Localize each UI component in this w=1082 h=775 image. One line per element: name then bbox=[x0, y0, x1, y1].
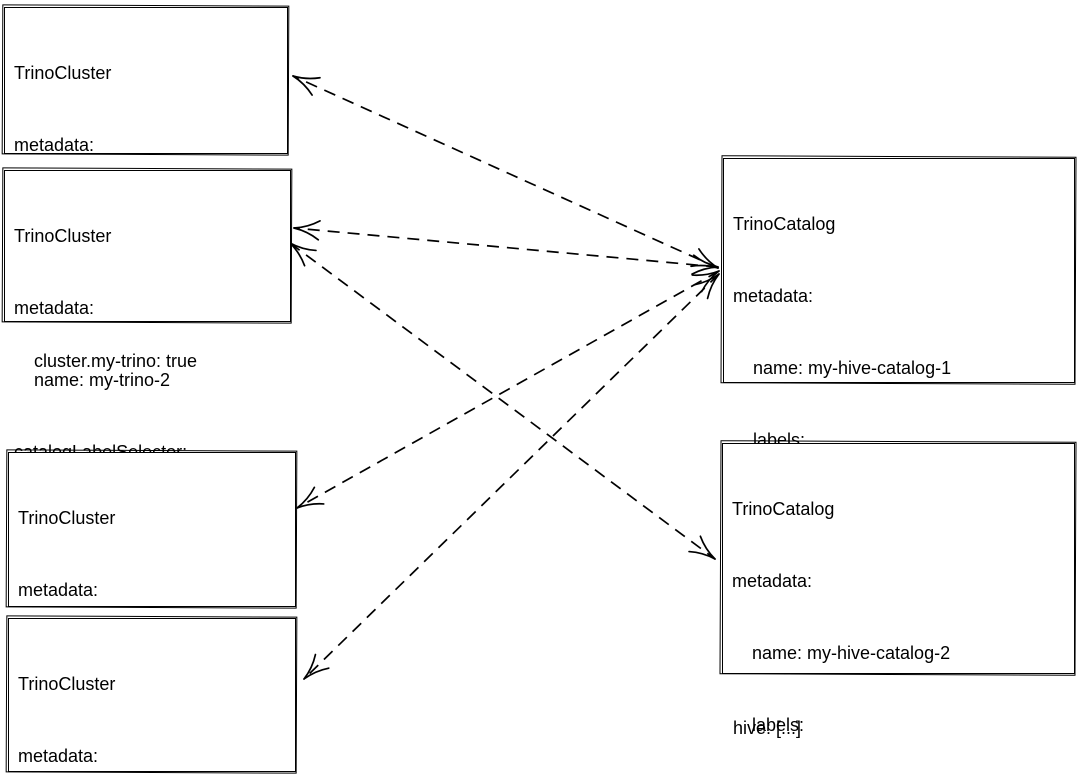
box-line: metadata: bbox=[733, 286, 814, 306]
trinocluster-my-trino-box: TrinoCluster metadata: name: my-trino ca… bbox=[4, 7, 288, 371]
box-title: TrinoCatalog bbox=[733, 214, 836, 234]
arrow-line bbox=[292, 75, 719, 269]
relationship-arrow-trino-cluster-my-trino-2--trino-catalog-my-hive-catalog-2 bbox=[289, 242, 716, 560]
box-line: name: my-hive-catalog-1 bbox=[733, 358, 952, 378]
arrowhead-icon bbox=[292, 75, 321, 80]
arrowhead-icon bbox=[293, 219, 321, 229]
box-title: TrinoCluster bbox=[14, 63, 112, 83]
trinocluster-my-trino-2-box: TrinoCluster metadata: name: my-trino-2 … bbox=[4, 170, 291, 534]
arrow-line bbox=[303, 273, 720, 680]
box-title: TrinoCluster bbox=[18, 508, 116, 528]
box-line: metadata: bbox=[18, 580, 99, 600]
arrow-line bbox=[293, 227, 719, 268]
trinocatalog-my-hive-catalog-1-box: TrinoCatalog metadata: name: my-hive-cat… bbox=[723, 158, 1075, 738]
arrowhead-icon bbox=[688, 550, 716, 560]
box-line: labels: bbox=[732, 715, 805, 735]
relationship-arrow-trino-catalog-my-hive-catalog-1--trino-cluster-my-trino bbox=[292, 75, 719, 269]
box-title: TrinoCluster bbox=[18, 674, 116, 694]
box-line: metadata: bbox=[14, 135, 95, 155]
arrowhead-icon bbox=[296, 486, 316, 509]
arrowhead-icon bbox=[303, 653, 317, 680]
arrowhead-icon bbox=[706, 273, 720, 300]
box-line: metadata: bbox=[732, 571, 813, 591]
relationship-arrow-trino-catalog-my-hive-catalog-1--trino-cluster-my-trino-green bbox=[303, 273, 720, 680]
relationship-arrow-trino-catalog-my-hive-catalog-1--trino-cluster-my-trino-blue bbox=[296, 270, 720, 509]
arrow-line bbox=[296, 270, 720, 509]
box-line: metadata: bbox=[14, 298, 95, 318]
arrow-line bbox=[289, 242, 716, 560]
box-title: TrinoCluster bbox=[14, 226, 112, 246]
arrowhead-icon bbox=[691, 266, 719, 276]
relationship-arrow-trino-catalog-my-hive-catalog-1--trino-cluster-my-trino-2 bbox=[293, 219, 719, 276]
trinocluster-my-trino-green-box: TrinoCluster metadata: name: my-trino-gr… bbox=[8, 618, 296, 772]
box-line: hive: [...] bbox=[733, 718, 802, 738]
box-line: name: my-trino-2 bbox=[14, 370, 171, 390]
trinocatalog-my-hive-catalog-2-box: TrinoCatalog metadata: name: my-hive-cat… bbox=[722, 443, 1075, 735]
box-line: metadata: bbox=[18, 746, 99, 766]
trinocluster-my-trino-blue-box: TrinoCluster metadata: name: my-trino-bl… bbox=[8, 452, 296, 744]
box-title: TrinoCatalog bbox=[732, 499, 835, 519]
arrowhead-icon bbox=[289, 242, 317, 252]
box-line: name: my-hive-catalog-2 bbox=[732, 643, 951, 663]
